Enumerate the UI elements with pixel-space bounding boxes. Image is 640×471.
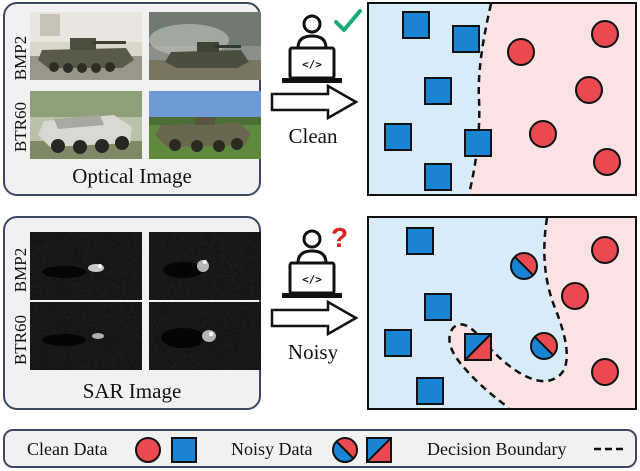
clean-blue-square [464, 129, 492, 157]
clean-red-circle [591, 20, 619, 48]
developer-laptop-icon-top: </> [282, 14, 342, 83]
svg-text:</>: </> [302, 58, 322, 71]
legend: Clean Data Noisy Data Decision Boundary [3, 429, 637, 468]
clean-blue-square [424, 293, 452, 321]
clean-red-circle [529, 120, 557, 148]
clean-blue-square [416, 377, 444, 405]
right-arrow-icon-top [270, 84, 359, 120]
question-mark-icon: ? [331, 222, 349, 253]
clean-blue-square [402, 11, 430, 39]
sar-image-btr60-1 [30, 302, 142, 370]
optical-image-title: Optical Image [72, 164, 192, 188]
clean-red-circle [575, 76, 603, 104]
optical-photo-btr60-2 [149, 91, 261, 159]
row-label-btr60-bottom: BTR60 [11, 314, 30, 366]
sar-image-btr60-2 [149, 302, 261, 370]
svg-text:</>: </> [302, 273, 322, 286]
noisy-square [464, 333, 492, 361]
clean-feature-space [367, 2, 637, 196]
optical-photo-bmp2-1 [30, 12, 142, 80]
clean-red-circle [507, 38, 535, 66]
noisy-circle [510, 252, 538, 280]
developer-laptop-icon-bottom: </> [282, 229, 342, 298]
noisy-feature-space [367, 216, 637, 410]
legend-dashed-line-icon [594, 447, 626, 451]
legend-noisy-circle-icon [332, 437, 358, 463]
optical-photo-bmp2-2 [149, 12, 261, 80]
row-label-bmp2-bottom: BMP2 [11, 247, 30, 293]
legend-clean-data-label: Clean Data [27, 439, 108, 459]
clean-red-circle [561, 282, 589, 310]
noisy-circle [530, 332, 558, 360]
clean-red-circle [591, 236, 619, 264]
row-label-bmp2-top: BMP2 [11, 35, 30, 81]
clean-blue-square [384, 123, 412, 151]
clean-blue-square [384, 329, 412, 357]
sar-image-bmp2-1 [30, 232, 142, 300]
right-arrow-icon-bottom [270, 300, 359, 336]
legend-noisy-data-label: Noisy Data [231, 439, 313, 459]
clean-blue-square [424, 163, 452, 191]
clean-blue-square [406, 227, 434, 255]
row-label-btr60-top: BTR60 [11, 101, 30, 153]
clean-red-circle [593, 148, 621, 176]
noisy-arrow-label: Noisy [287, 340, 339, 364]
legend-decision-boundary-label: Decision Boundary [427, 439, 567, 459]
legend-clean-square-icon [171, 437, 197, 463]
legend-noisy-square-icon [366, 437, 392, 463]
clean-arrow-label: Clean [288, 124, 338, 148]
sar-image-title: SAR Image [82, 379, 182, 403]
optical-photo-btr60-1 [30, 91, 142, 159]
check-mark-icon [334, 9, 362, 32]
decision-boundary [448, 218, 568, 408]
decision-boundary [467, 4, 493, 194]
clean-red-circle [591, 358, 619, 386]
clean-blue-square [452, 25, 480, 53]
red-region [449, 218, 635, 408]
clean-blue-square [424, 77, 452, 105]
legend-clean-circle-icon [135, 437, 161, 463]
sar-image-bmp2-2 [149, 232, 261, 300]
